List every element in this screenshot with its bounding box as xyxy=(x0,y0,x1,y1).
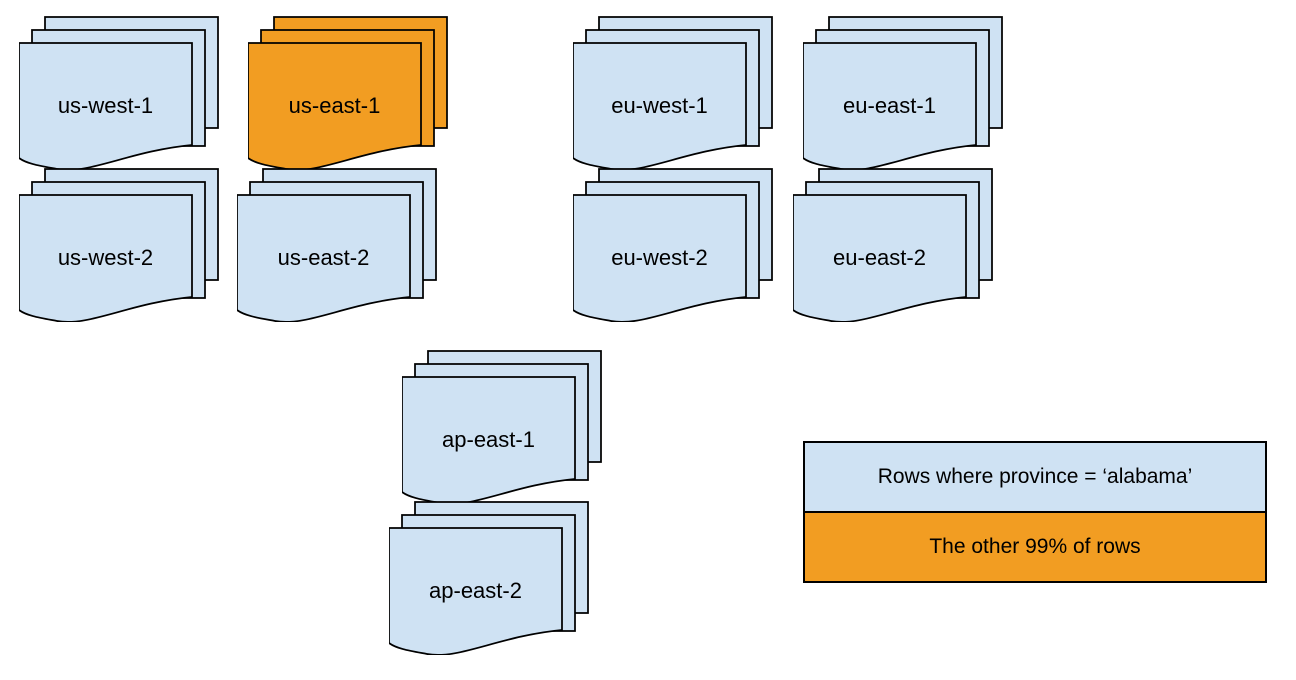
legend-item-label: The other 99% of rows xyxy=(929,535,1141,558)
document-stack-icon xyxy=(803,13,1005,170)
region-stack-us-west-1: us-west-1 xyxy=(19,13,221,170)
legend-item-label: Rows where province = ‘alabama’ xyxy=(877,465,1193,488)
document-stack-icon xyxy=(19,13,221,170)
document-stack-icon xyxy=(573,13,775,170)
region-stack-eu-west-2: eu-west-2 xyxy=(573,165,775,322)
document-stack-icon xyxy=(389,498,591,655)
document-stack-icon xyxy=(793,165,995,322)
document-stack-icon xyxy=(19,165,221,322)
region-stack-eu-east-1: eu-east-1 xyxy=(803,13,1005,170)
region-stack-ap-east-2: ap-east-2 xyxy=(389,498,591,655)
region-stack-us-east-1: us-east-1 xyxy=(248,13,450,170)
region-stack-us-west-2: us-west-2 xyxy=(19,165,221,322)
region-stack-us-east-2: us-east-2 xyxy=(237,165,439,322)
legend: Rows where province = ‘alabama’ The othe… xyxy=(803,441,1267,583)
legend-item-other-rows: The other 99% of rows xyxy=(805,511,1265,581)
document-stack-icon xyxy=(248,13,450,170)
document-stack-icon xyxy=(402,347,604,504)
region-stack-ap-east-1: ap-east-1 xyxy=(402,347,604,504)
document-stack-icon xyxy=(237,165,439,322)
document-stack-icon xyxy=(573,165,775,322)
region-stack-eu-east-2: eu-east-2 xyxy=(793,165,995,322)
region-stack-eu-west-1: eu-west-1 xyxy=(573,13,775,170)
legend-item-alabama-rows: Rows where province = ‘alabama’ xyxy=(805,443,1265,511)
